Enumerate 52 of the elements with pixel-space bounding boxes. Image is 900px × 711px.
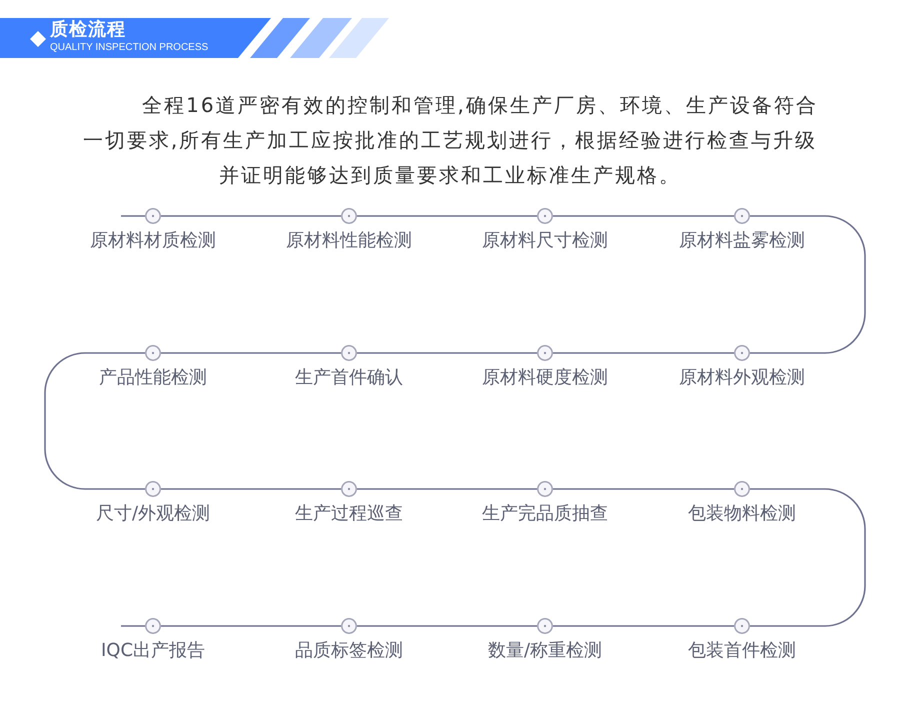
connector-line [161, 625, 341, 627]
circle-marker-icon [341, 481, 357, 497]
circle-marker-icon [734, 481, 750, 497]
intro-paragraph: 全程16道严密有效的控制和管理,确保生产厂房、环境、生产设备符合一切要求,所有生产加工应按批准的工艺规划进行，根据经验进行检查与升级并证明能够达到质量要求和工业标准生产规格。 [82, 92, 819, 189]
circle-marker-icon [145, 345, 161, 361]
connector-line [553, 625, 734, 627]
step-label: 包装物料检测 [687, 502, 797, 526]
step-label: 品质标签检测 [294, 639, 404, 663]
connector-line [44, 352, 145, 490]
step-label: 包装首件检测 [687, 639, 797, 663]
step-label: 生产首件确认 [294, 366, 404, 390]
connector-line [357, 488, 537, 490]
circle-marker-icon [734, 208, 750, 224]
connector-line [553, 215, 734, 217]
connector-line [161, 215, 341, 217]
step-label: 数量/称重检测 [486, 639, 604, 663]
circle-marker-icon [734, 618, 750, 634]
connector-line [553, 488, 734, 490]
connector-line [357, 352, 537, 354]
step-label: 生产完品质抽查 [481, 502, 609, 526]
header-subtitle: QUALITY INSPECTION PROCESS [50, 42, 208, 54]
circle-marker-icon [145, 481, 161, 497]
circle-marker-icon [341, 618, 357, 634]
circle-marker-icon [734, 345, 750, 361]
circle-marker-icon [341, 345, 357, 361]
header-title: 质检流程 [50, 19, 126, 41]
circle-marker-icon [341, 208, 357, 224]
step-label: 原材料性能检测 [285, 229, 413, 253]
connector-line [357, 625, 537, 627]
step-label: 尺寸/外观检测 [94, 502, 212, 526]
circle-marker-icon [537, 208, 553, 224]
step-label: 原材料盐雾检测 [678, 229, 806, 253]
circle-marker-icon [145, 618, 161, 634]
circle-marker-icon [537, 345, 553, 361]
connector-line [750, 215, 866, 354]
circle-marker-icon [145, 208, 161, 224]
circle-marker-icon [537, 481, 553, 497]
connector-line [121, 215, 145, 217]
connector-line [121, 625, 145, 627]
step-label: 生产过程巡查 [294, 502, 404, 526]
step-label: 产品性能检测 [98, 366, 208, 390]
connector-line [161, 488, 341, 490]
connector-line [161, 352, 341, 354]
step-label: 原材料硬度检测 [481, 366, 609, 390]
connector-line [553, 352, 734, 354]
connector-line [357, 215, 537, 217]
step-label: IQC出产报告 [100, 639, 206, 663]
circle-marker-icon [537, 618, 553, 634]
connector-line [750, 488, 866, 627]
step-label: 原材料尺寸检测 [481, 229, 609, 253]
step-label: 原材料外观检测 [678, 366, 806, 390]
step-label: 原材料材质检测 [89, 229, 217, 253]
